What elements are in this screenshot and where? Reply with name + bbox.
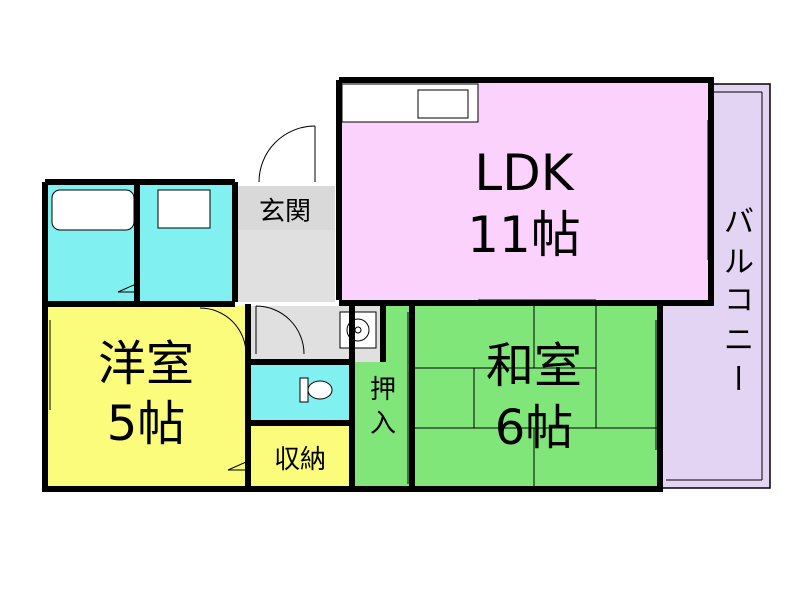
- balcony-char: バ: [724, 205, 754, 240]
- toilet-tank: [299, 377, 309, 403]
- bathtub: [51, 189, 135, 231]
- balcony-char: ニ: [724, 323, 754, 358]
- shuno-label: 収納: [274, 445, 326, 475]
- entrance-door: [258, 125, 316, 183]
- toilet-bowl: [307, 380, 333, 400]
- oshiire-label-line1: 押: [370, 375, 396, 405]
- balcony-char: コ: [724, 283, 754, 318]
- tatami-lines: [414, 306, 660, 489]
- hall-door: [255, 305, 305, 355]
- shuno-storage: [251, 425, 350, 489]
- western-room: [45, 306, 247, 489]
- japanese-size-label: 6帖: [495, 400, 574, 456]
- western-size-label: 5帖: [107, 396, 186, 452]
- ldk-name-label: LDK: [474, 144, 574, 202]
- genkan-label: 玄関: [259, 197, 311, 227]
- oshiire-label-line2: 入: [370, 409, 396, 439]
- walls: [42, 77, 714, 492]
- balcony-char: ル: [724, 245, 754, 280]
- balcony-char: ー: [719, 363, 754, 393]
- western-name-label: 洋室: [98, 336, 194, 392]
- washbasin: [157, 189, 211, 229]
- hall-sink-bowl: [346, 318, 370, 342]
- japanese-room: [414, 306, 660, 489]
- japanese-name-label: 和室: [486, 338, 582, 394]
- ldk-size-label: 11帖: [467, 206, 581, 264]
- genkan-entrance: [235, 186, 335, 230]
- hall-sink: [339, 311, 377, 349]
- hallway: [235, 230, 335, 302]
- kitchen-sink: [417, 89, 469, 119]
- balcony-label: バ ル コ ニ ー: [719, 205, 754, 393]
